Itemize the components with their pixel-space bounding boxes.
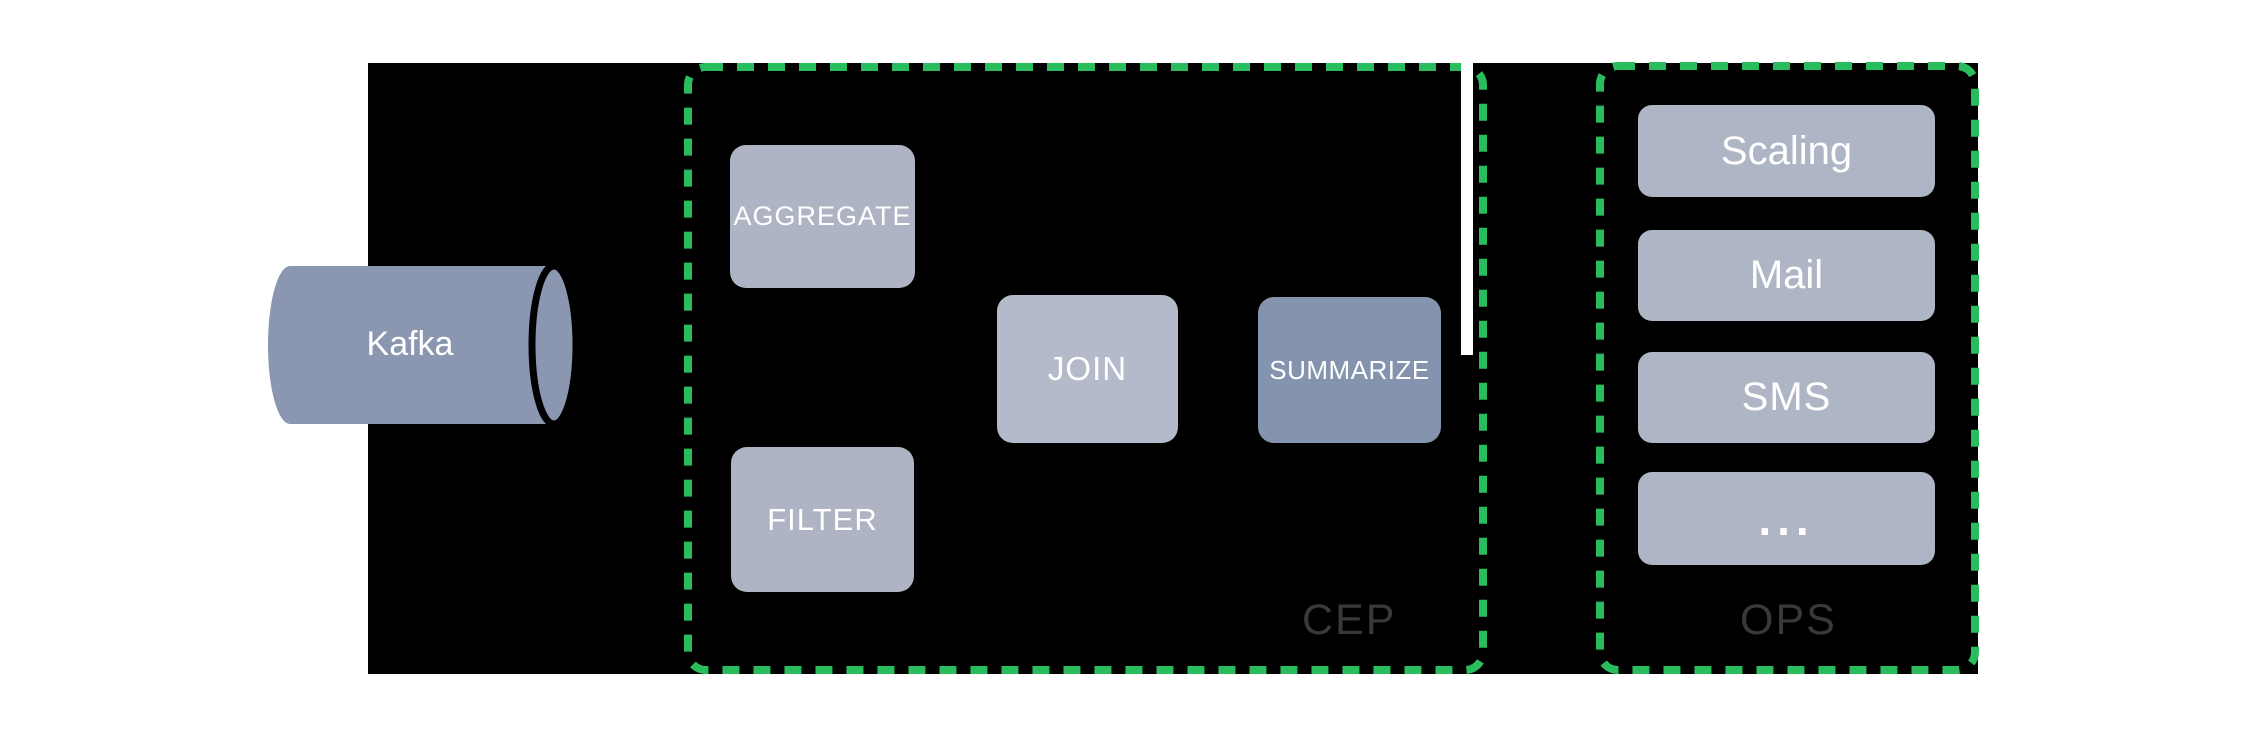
node-filter: FILTER [731,447,914,592]
kafka-source-label: Kafka [366,325,454,363]
ops-action-mail: Mail [1638,230,1935,321]
ops-zone-border [1596,62,1979,674]
ops-action-more: ... [1638,472,1935,565]
ops-action-sms: SMS [1638,352,1935,443]
node-join: JOIN [997,295,1178,443]
kafka-cylinder-cap [528,262,580,428]
ops-zone-label: OPS [1740,596,1837,644]
zone-gap-stripe [1461,63,1473,355]
node-aggregate: AGGREGATE [730,145,915,288]
cep-zone-border [684,63,1487,674]
ops-action-scaling: Scaling [1638,105,1935,197]
kafka-cylinder-body [268,266,554,424]
node-summarize: SUMMARIZE [1258,297,1441,443]
cep-zone-label: CEP [1302,596,1397,644]
